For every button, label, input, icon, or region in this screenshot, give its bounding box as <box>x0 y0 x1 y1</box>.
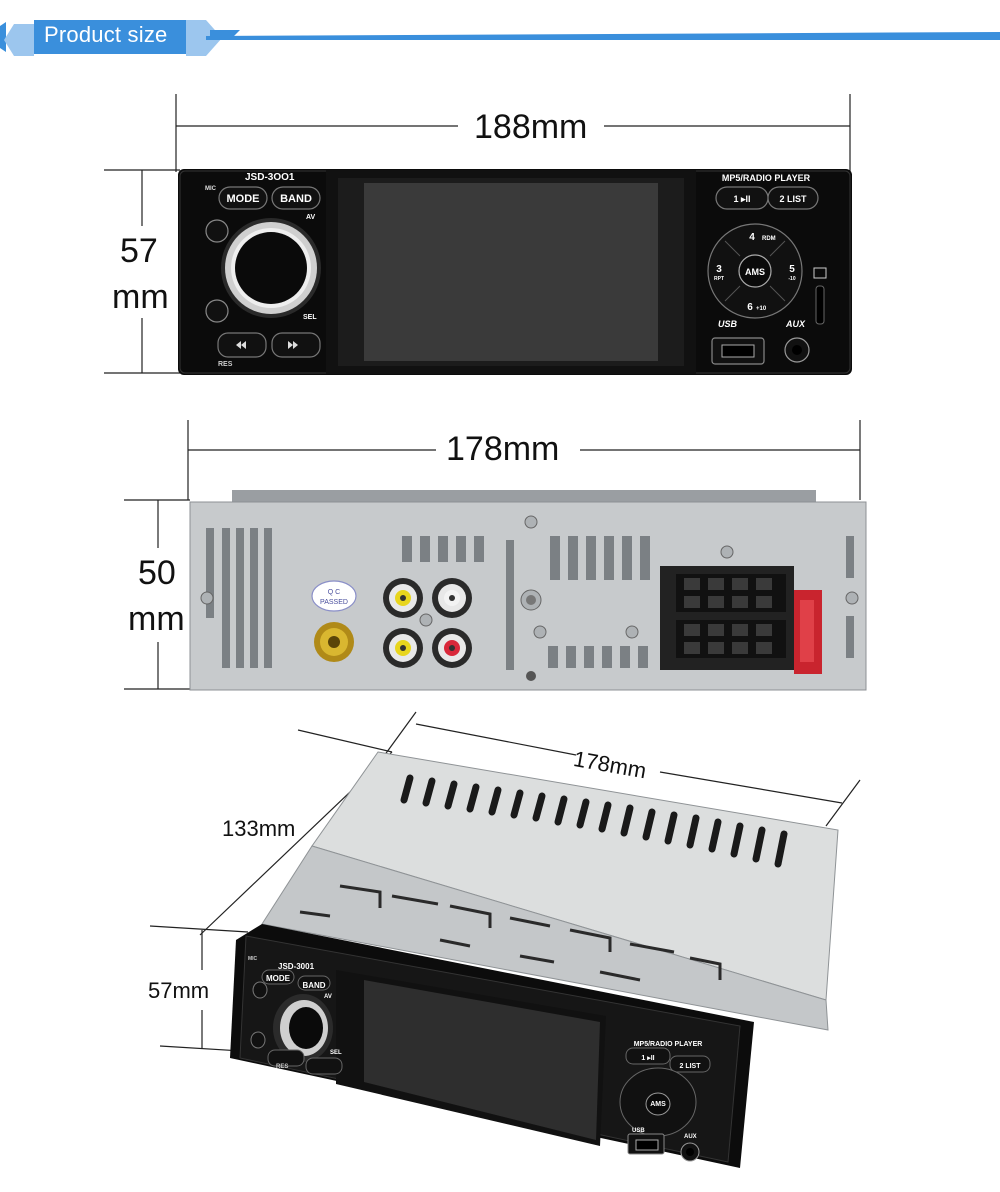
persp-btn2: 2 LIST <box>679 1063 701 1070</box>
front-btn3-sub: RPT <box>714 276 724 282</box>
rear-height-label-value: 50 <box>138 554 176 592</box>
rear-panel <box>189 490 867 691</box>
perspective-dimension-lines <box>149 711 861 1053</box>
front-btn2: 2 LIST <box>779 194 807 204</box>
front-btn6: 6 <box>747 302 753 313</box>
front-band-button: BAND <box>280 193 312 205</box>
front-res-label: RES <box>218 361 233 368</box>
rear-width-label: 178mm <box>446 430 560 468</box>
rear-height-label-unit: mm <box>128 600 185 638</box>
front-width-label: 188mm <box>474 108 588 146</box>
persp-usb: USB <box>632 1128 645 1134</box>
front-height-label-value: 57 <box>120 232 158 270</box>
front-mic-label: MIC <box>205 186 217 192</box>
front-panel-labels: JSD-3OO1 MIC MODE BAND AV SEL RES MP5/RA… <box>205 172 811 368</box>
front-height-label-unit: mm <box>112 278 169 316</box>
persp-btn1: 1 ▸II <box>641 1055 654 1062</box>
front-brand: MP5/RADIO PLAYER <box>722 173 811 183</box>
persp-model: JSD-3001 <box>278 962 315 971</box>
front-btn5-sub: -10 <box>788 276 795 282</box>
perspective-depth-label: 133mm <box>222 816 296 841</box>
front-btn1: 1 ▸II <box>733 194 750 204</box>
perspective-panel-labels: JSD-3001 MIC MODE BAND AV SEL RES MP5/RA… <box>248 956 702 1140</box>
persp-res: RES <box>276 1064 288 1070</box>
front-av-label: AV <box>306 214 316 221</box>
banner-graphic <box>0 20 1000 56</box>
front-btn3: 3 <box>716 264 722 275</box>
perspective-length-label: 178mm <box>571 746 649 784</box>
persp-mode: MODE <box>266 974 291 983</box>
front-btn4: 4 <box>749 232 755 243</box>
persp-sel: SEL <box>330 1050 342 1056</box>
section-banner: Product size <box>0 0 1000 70</box>
qc-line-2: PASSED <box>320 599 348 606</box>
perspective-unit <box>230 751 839 1168</box>
front-usb-label: USB <box>718 319 738 329</box>
perspective-height-label: 57mm <box>148 978 210 1003</box>
front-aux-label: AUX <box>785 319 806 329</box>
front-mode-button: MODE <box>227 193 260 205</box>
front-panel <box>178 169 852 375</box>
front-btn6-sub: +10 <box>756 306 767 312</box>
persp-mic: MIC <box>248 956 258 962</box>
persp-brand: MP5/RADIO PLAYER <box>634 1041 703 1048</box>
front-btn5: 5 <box>789 264 795 275</box>
front-ams-button: AMS <box>745 267 765 277</box>
persp-av: AV <box>324 994 332 1000</box>
front-sel-label: SEL <box>303 314 317 321</box>
front-model: JSD-3OO1 <box>245 172 295 183</box>
persp-aux: AUX <box>684 1134 697 1140</box>
persp-band: BAND <box>302 981 325 990</box>
qc-sticker-text: Q C PASSED <box>320 589 348 606</box>
banner-title: Product size <box>44 22 168 47</box>
front-btn4-sub: RDM <box>762 236 776 242</box>
persp-ams: AMS <box>650 1101 666 1108</box>
qc-line-1: Q C <box>328 589 340 596</box>
